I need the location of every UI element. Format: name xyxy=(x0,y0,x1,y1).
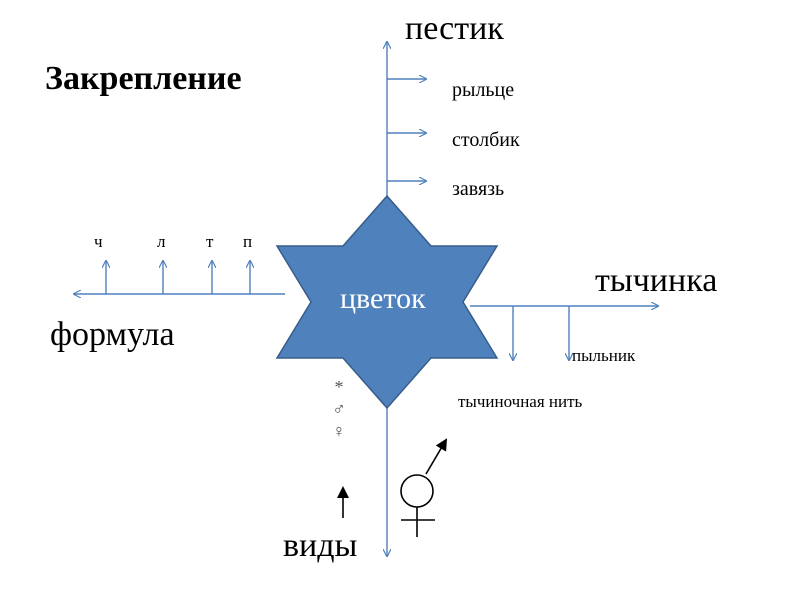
symbol-male: ♂ xyxy=(332,399,346,419)
formula-letter-p: п xyxy=(243,232,253,251)
pistil-part-ovary: завязь xyxy=(452,178,505,200)
symbol-actinomorphic: * xyxy=(334,377,344,397)
formula-letter-t: т xyxy=(206,232,214,251)
filament-arrow xyxy=(425,438,448,475)
pistil-part-style: столбик xyxy=(452,129,520,151)
stamen-part-filament: тычиночная нить xyxy=(458,392,583,411)
page-title: Закрепление xyxy=(45,60,242,97)
pistil-part-stigma: рыльце xyxy=(452,79,515,101)
formula-letter-ch: ч xyxy=(94,232,103,251)
female-symbol-icon xyxy=(400,474,435,537)
stamen-part-anther: пыльник xyxy=(572,346,636,365)
kinds-label: виды xyxy=(283,527,358,564)
center-label: цветок xyxy=(340,282,426,315)
flower-star xyxy=(275,194,499,410)
stamen-label: тычинка xyxy=(595,262,718,299)
pistil-label: пестик xyxy=(405,10,504,47)
symbol-female: ♀ xyxy=(332,421,346,441)
formula-letter-l: л xyxy=(157,232,166,251)
formula-label: формула xyxy=(50,316,175,353)
